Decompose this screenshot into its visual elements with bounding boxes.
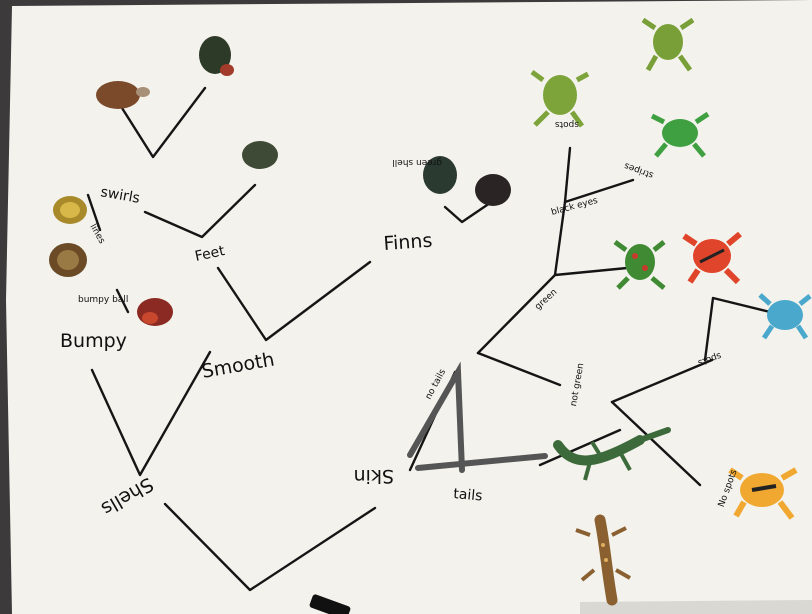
label-finns: Finns (383, 230, 433, 255)
label-bumpy: Bumpy (60, 330, 127, 352)
turtle-black-fins (475, 174, 511, 206)
label-skin: Skin (354, 465, 394, 487)
turtle-yellow-patterned (53, 196, 87, 224)
label-spots-top: spots (555, 119, 579, 129)
label-tails: tails (453, 486, 483, 504)
turtle-dark-feet (242, 141, 278, 169)
turtle-brown-patterned (49, 243, 87, 277)
label-bumpy-ball: bumpy ball (78, 295, 128, 305)
turtle-red-bumpy (137, 298, 173, 326)
label-green-shell: green shell (392, 157, 442, 167)
